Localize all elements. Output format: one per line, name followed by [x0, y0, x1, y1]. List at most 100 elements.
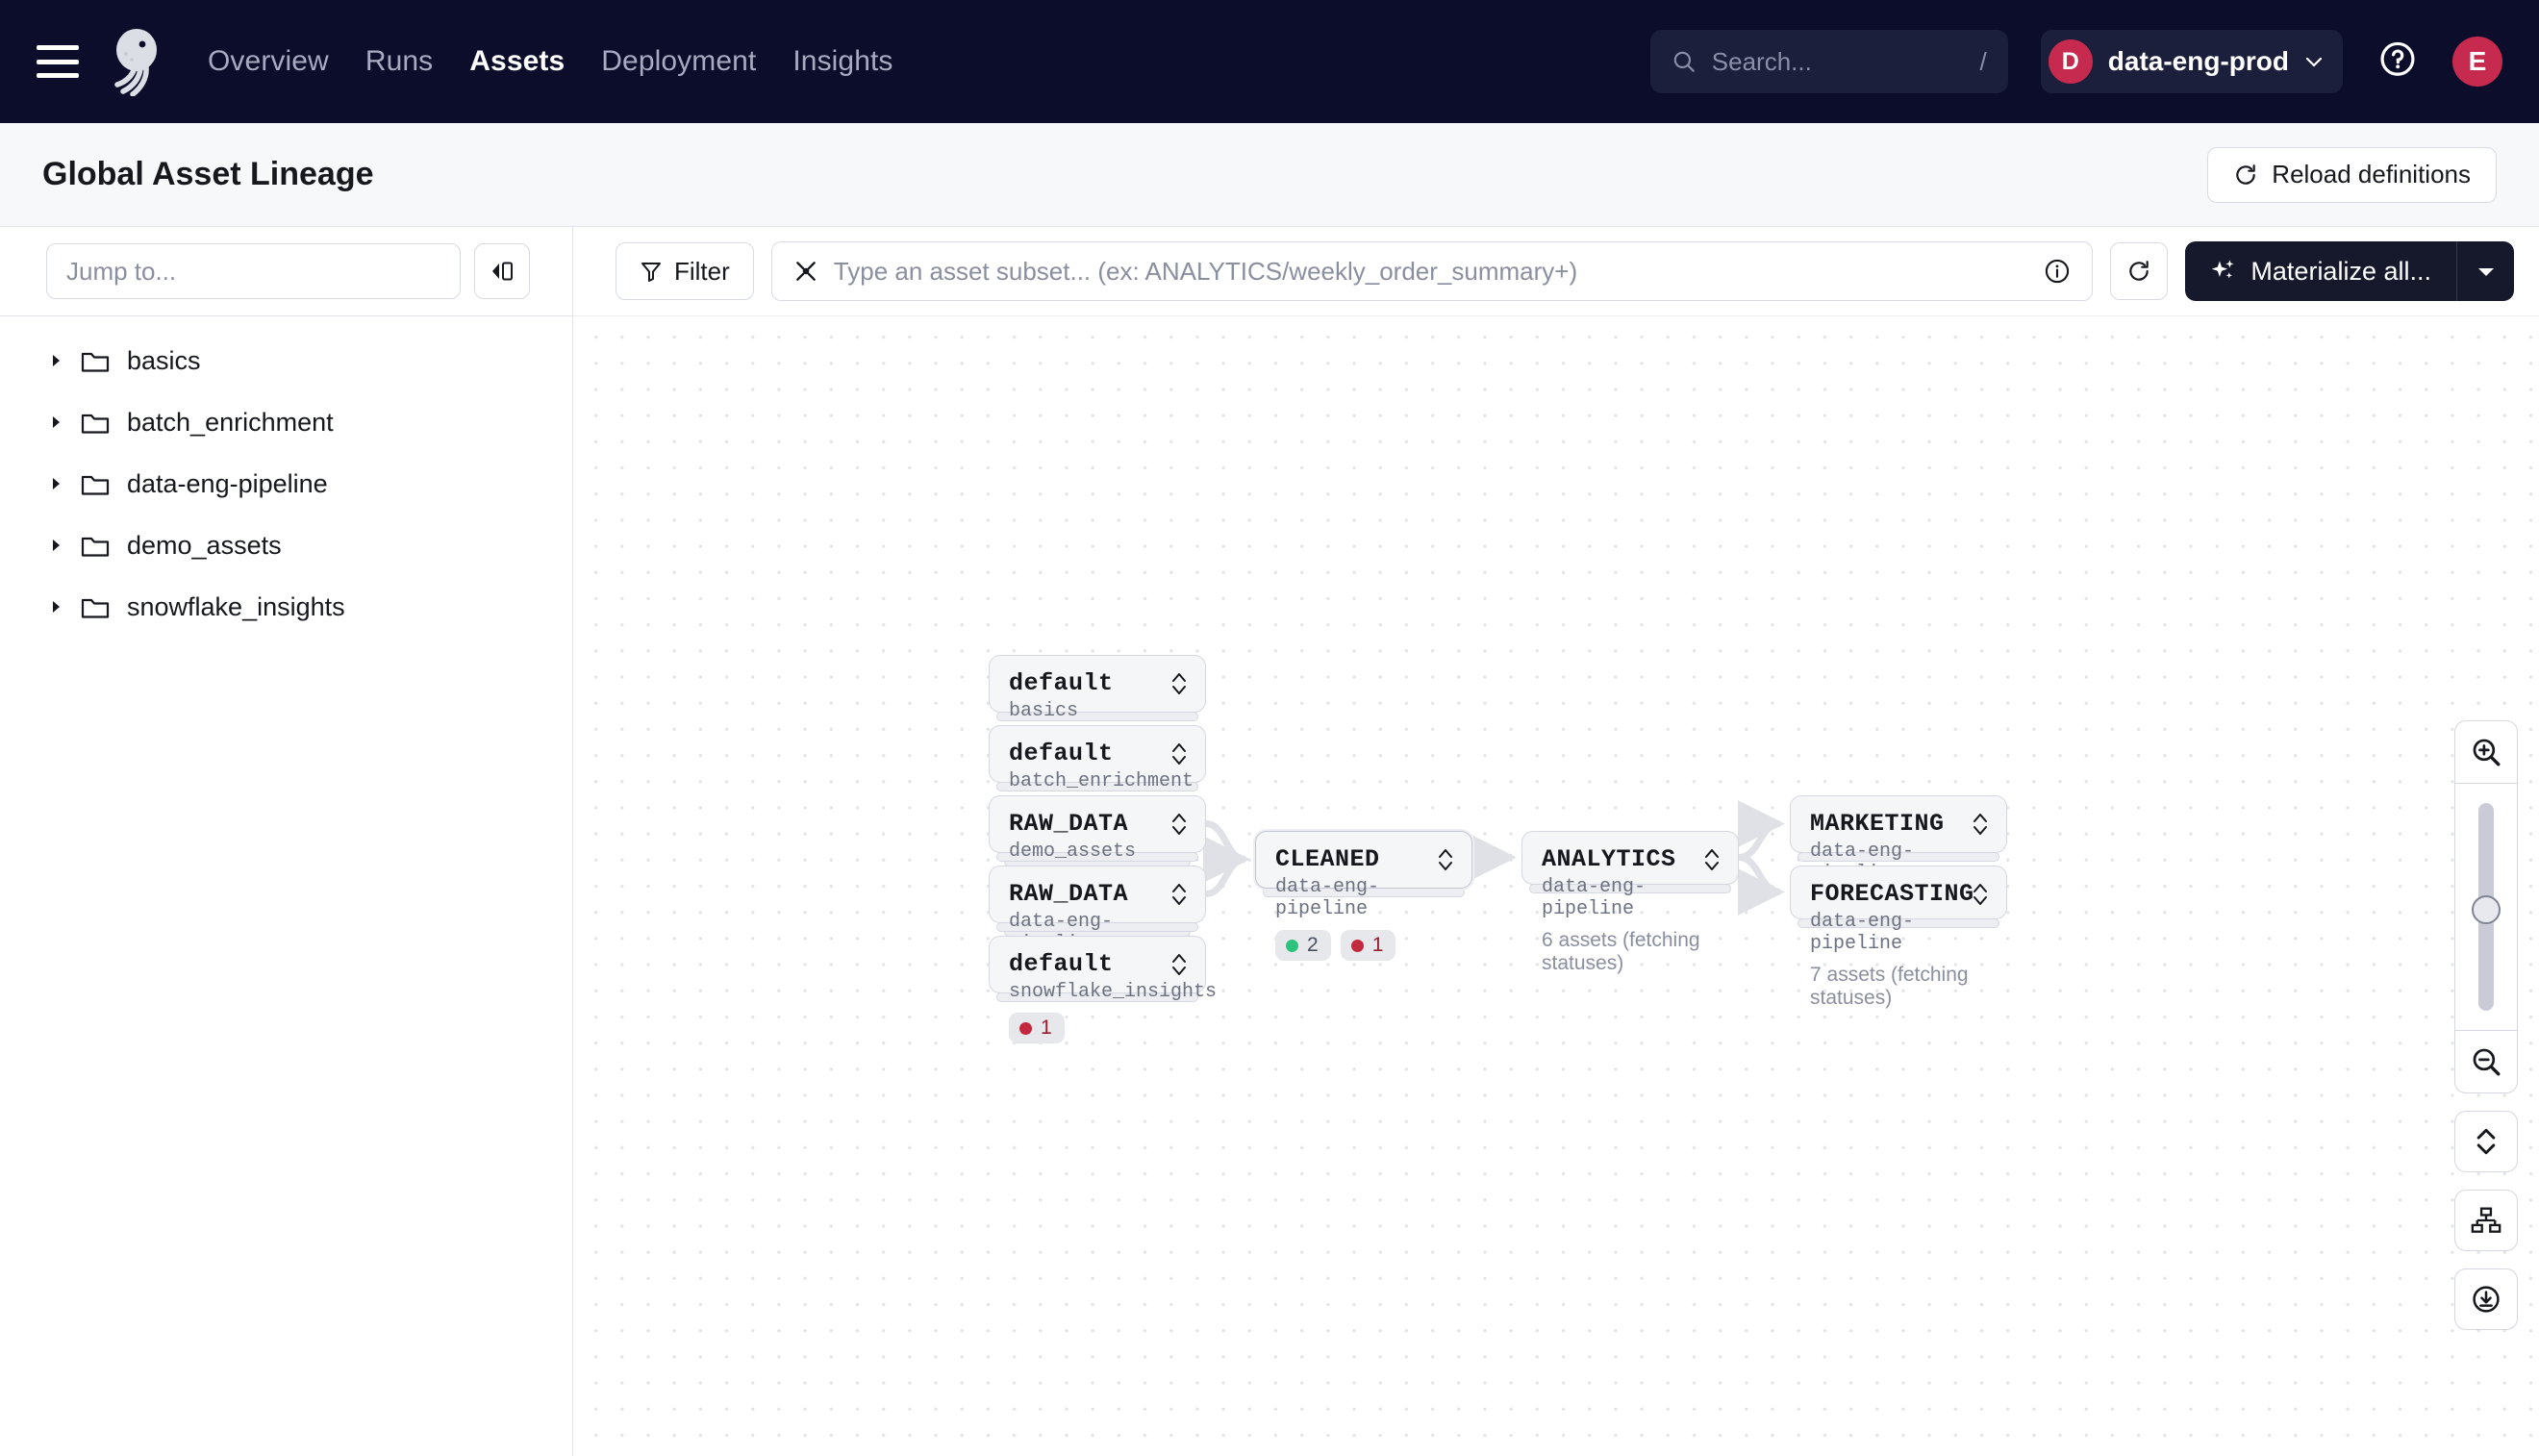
sidebar-item-snowflake_insights[interactable]: snowflake_insights [0, 576, 572, 638]
node-repository: demo_assets [1009, 841, 1137, 863]
asset-subset-input[interactable]: Type an asset subset... (ex: ANALYTICS/w… [770, 241, 2094, 301]
asset-group-tree: basics batch_enrichment data-eng-pipelin… [0, 315, 572, 638]
refresh-lineage-button[interactable] [2110, 242, 2169, 300]
zoom-out-icon [2473, 1048, 2501, 1076]
nav-link-overview[interactable]: Overview [208, 45, 329, 77]
node-repository: data-eng-pipeline [1275, 876, 1380, 920]
asset-group-sidebar: basics batch_enrichment data-eng-pipelin… [0, 227, 573, 1456]
chevron-down-icon [2305, 57, 2323, 67]
sidebar-jump-row [0, 227, 572, 315]
expand-node-stepper-icon[interactable] [1437, 847, 1454, 872]
sidebar-item-label: batch_enrichment [127, 407, 334, 437]
expand-node-stepper-icon[interactable] [1170, 671, 1188, 696]
node-title: FORECASTING [1810, 880, 1974, 908]
lineage-edge [1737, 800, 1785, 862]
zoom-slider-thumb[interactable] [2472, 895, 2501, 924]
status-count: 1 [1371, 934, 1384, 956]
download-graph-button[interactable] [2454, 1268, 2518, 1330]
zoom-in-button[interactable] [2455, 721, 2517, 783]
chevron-right-icon[interactable] [48, 414, 63, 431]
expand-collapse-all-button[interactable] [2454, 1111, 2518, 1172]
expand-node-stepper-icon[interactable] [1170, 812, 1188, 837]
filter-button[interactable]: Filter [616, 242, 754, 300]
expand-node-stepper-icon[interactable] [1972, 882, 1989, 907]
zoom-out-button[interactable] [2455, 1031, 2517, 1092]
node-repository: snowflake_insights [1009, 981, 1218, 1003]
materialize-all-button[interactable]: Materialize all... [2185, 241, 2456, 301]
expand-node-stepper-icon[interactable] [1170, 741, 1188, 766]
dagster-logo[interactable] [108, 27, 169, 97]
hamburger-menu-icon[interactable] [37, 45, 79, 78]
folder-icon [81, 598, 110, 618]
asset-group-node[interactable]: default snowflake_insights 1 [989, 936, 1217, 1043]
sidebar-item-label: data-eng-pipeline [127, 468, 328, 498]
materialize-all-group: Materialize all... [2185, 241, 2514, 301]
sidebar-item-label: demo_assets [127, 530, 282, 560]
top-navigation-bar: Overview Runs Assets Deployment Insights… [0, 0, 2539, 123]
chevron-right-icon[interactable] [48, 537, 63, 554]
chevron-right-icon[interactable] [48, 352, 63, 369]
asset-group-node[interactable]: defaultbasics3 [989, 655, 1206, 763]
help-circle-icon[interactable] [2376, 39, 2420, 84]
lineage-edge [1202, 820, 1250, 883]
node-title: CLEANED [1275, 845, 1380, 873]
expand-node-stepper-icon[interactable] [1170, 952, 1188, 977]
caret-down-icon [2477, 268, 2494, 276]
expand-node-stepper-icon[interactable] [1703, 847, 1721, 872]
deployment-initial-badge: D [2048, 39, 2093, 84]
node-card[interactable]: defaultbasics3 [989, 655, 1206, 763]
sidebar-item-basics[interactable]: basics [0, 330, 572, 391]
node-title: default [1009, 950, 1114, 978]
nav-link-deployment[interactable]: Deployment [601, 45, 757, 77]
node-card[interactable]: CLEANED data-eng-pipeline 2 1 [1255, 831, 1472, 961]
status-badge-fail[interactable]: 1 [1340, 930, 1396, 961]
lineage-main-panel: Filter Type an asset subset... (ex: ANAL… [573, 227, 2539, 1456]
status-count: 2 [1307, 934, 1319, 956]
deployment-switcher[interactable]: D data-eng-prod [2040, 30, 2343, 93]
node-card[interactable]: default snowflake_insights 1 [989, 936, 1217, 1043]
zoom-level-slider[interactable] [2455, 784, 2517, 1030]
node-status-badges: 1 [1009, 1013, 1186, 1043]
jump-to-input[interactable] [46, 243, 461, 299]
status-badge-ok[interactable]: 2 [1275, 930, 1331, 961]
chevron-right-icon[interactable] [48, 475, 63, 492]
reload-definitions-button[interactable]: Reload definitions [2207, 146, 2497, 203]
nav-link-runs[interactable]: Runs [365, 45, 434, 77]
collapse-sidebar-button[interactable] [474, 243, 530, 299]
asset-subset-placeholder: Type an asset subset... (ex: ANALYTICS/w… [833, 256, 1578, 286]
lineage-graph-canvas[interactable]: defaultbasics3defaultbatch_enrichment2RA… [573, 315, 2539, 1456]
expand-node-stepper-icon[interactable] [1972, 812, 1989, 837]
folder-icon [81, 414, 110, 434]
expand-node-stepper-icon[interactable] [1170, 882, 1188, 907]
nav-link-insights[interactable]: Insights [792, 45, 893, 77]
folder-icon [81, 352, 110, 372]
global-search-input[interactable]: Search... / [1649, 30, 2008, 93]
chevron-right-icon[interactable] [48, 598, 63, 615]
sidebar-item-batch_enrichment[interactable]: batch_enrichment [0, 391, 572, 453]
node-title: default [1009, 669, 1114, 697]
sidebar-item-data-eng-pipeline[interactable]: data-eng-pipeline [0, 453, 572, 515]
info-circle-icon[interactable] [2044, 258, 2071, 285]
zoom-controls [2454, 720, 2518, 1330]
nav-link-assets[interactable]: Assets [469, 45, 566, 77]
primary-nav-links: Overview Runs Assets Deployment Insights [208, 45, 893, 78]
lineage-edge [1469, 834, 1517, 882]
asset-group-node[interactable]: CLEANED data-eng-pipeline 2 1 [1255, 831, 1472, 961]
status-badge-fail[interactable]: 1 [1009, 1013, 1065, 1043]
user-avatar[interactable]: E [2452, 37, 2502, 87]
layout-direction-button[interactable] [2454, 1190, 2518, 1251]
sidebar-item-demo_assets[interactable]: demo_assets [0, 515, 572, 576]
materialize-options-caret[interactable] [2456, 241, 2514, 301]
